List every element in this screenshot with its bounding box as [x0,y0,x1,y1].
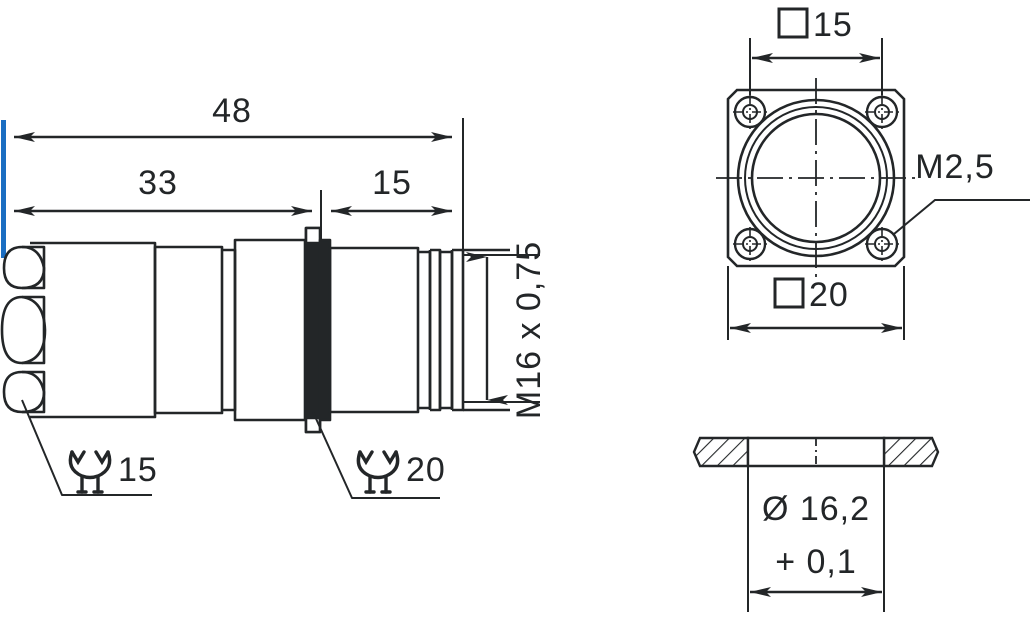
spanner-icon [356,450,400,494]
cutout-tolerance-label: + 0,1 [775,543,857,581]
mounting-hole [733,95,767,129]
side-section-view [0,118,540,499]
square-symbol-20 [773,277,805,309]
dimension-label-33: 33 [138,164,178,202]
dimension-label-thread: M16 x 0,75 [510,241,548,419]
dimension-label-48: 48 [212,92,252,130]
mounting-hole [865,227,899,261]
leader-line-m25 [893,199,1030,235]
spanner-label-20: 20 [406,451,446,489]
panel-cutout-detail [692,436,940,612]
panel-material-right [882,436,940,468]
dimension-label-hole-spacing: 15 [813,6,853,44]
dimension-label-flange-width: 20 [809,276,849,314]
flange-outline [726,88,906,268]
dimension-label-15: 15 [372,164,412,202]
cutout-diameter-label: Ø 16,2 [762,490,870,528]
front-flange-view [716,38,1030,340]
mounting-hole [733,227,767,261]
mounting-hole [865,95,899,129]
connector-body-profile [0,226,510,434]
square-symbol-15 [777,7,809,39]
panel-material-left [692,436,750,468]
spanner-label-15: 15 [118,451,158,489]
leader-lines-spanner [21,399,440,499]
callout-label-m25: M2,5 [915,148,995,186]
spanner-icon [68,450,112,494]
dimension-thread-vertical [463,252,540,405]
